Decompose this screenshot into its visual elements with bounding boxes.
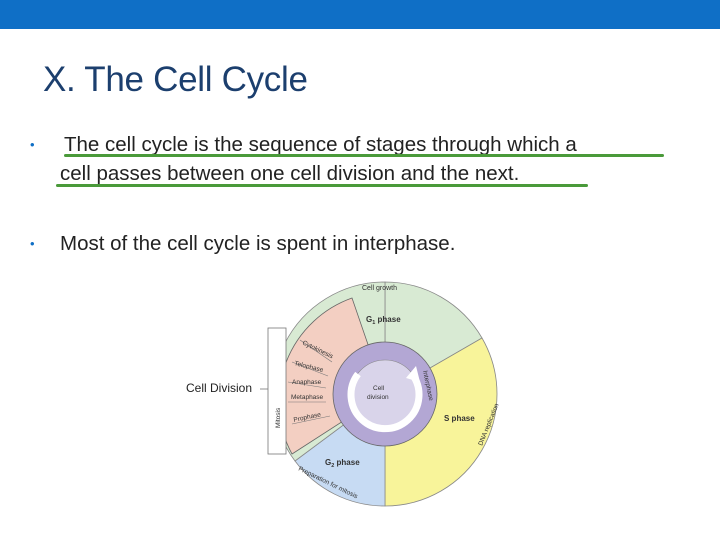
bullet-item: • Most of the cell cycle is spent in int…: [30, 229, 700, 258]
mitosis-label: Mitosis: [275, 407, 282, 428]
cell-cycle-diagram: Cell growth G1 phase S phase G2 phase DN…: [180, 278, 510, 510]
slide-title: X. The Cell Cycle: [43, 60, 308, 100]
green-underline: [56, 184, 588, 187]
mitosis-bracket: [268, 328, 286, 454]
top-accent-bar: [0, 0, 720, 29]
bullet-dot: •: [30, 130, 35, 159]
cell-growth-label: Cell growth: [362, 285, 397, 292]
bullet-text: Most of the cell cycle is spent in inter…: [60, 229, 700, 258]
green-underline: [64, 154, 664, 157]
cell-division-center-line: Cell: [373, 385, 385, 392]
anaphase-label: Anaphase: [292, 379, 322, 386]
cell-division-label: Cell Division: [186, 381, 252, 395]
bullet-item: • The cell cycle is the sequence of stag…: [30, 130, 700, 188]
bullet-dot: •: [30, 229, 35, 258]
metaphase-label: Metaphase: [291, 394, 324, 401]
cell-division-center-line: division: [367, 394, 389, 401]
s-phase-label: S phase: [444, 414, 475, 423]
